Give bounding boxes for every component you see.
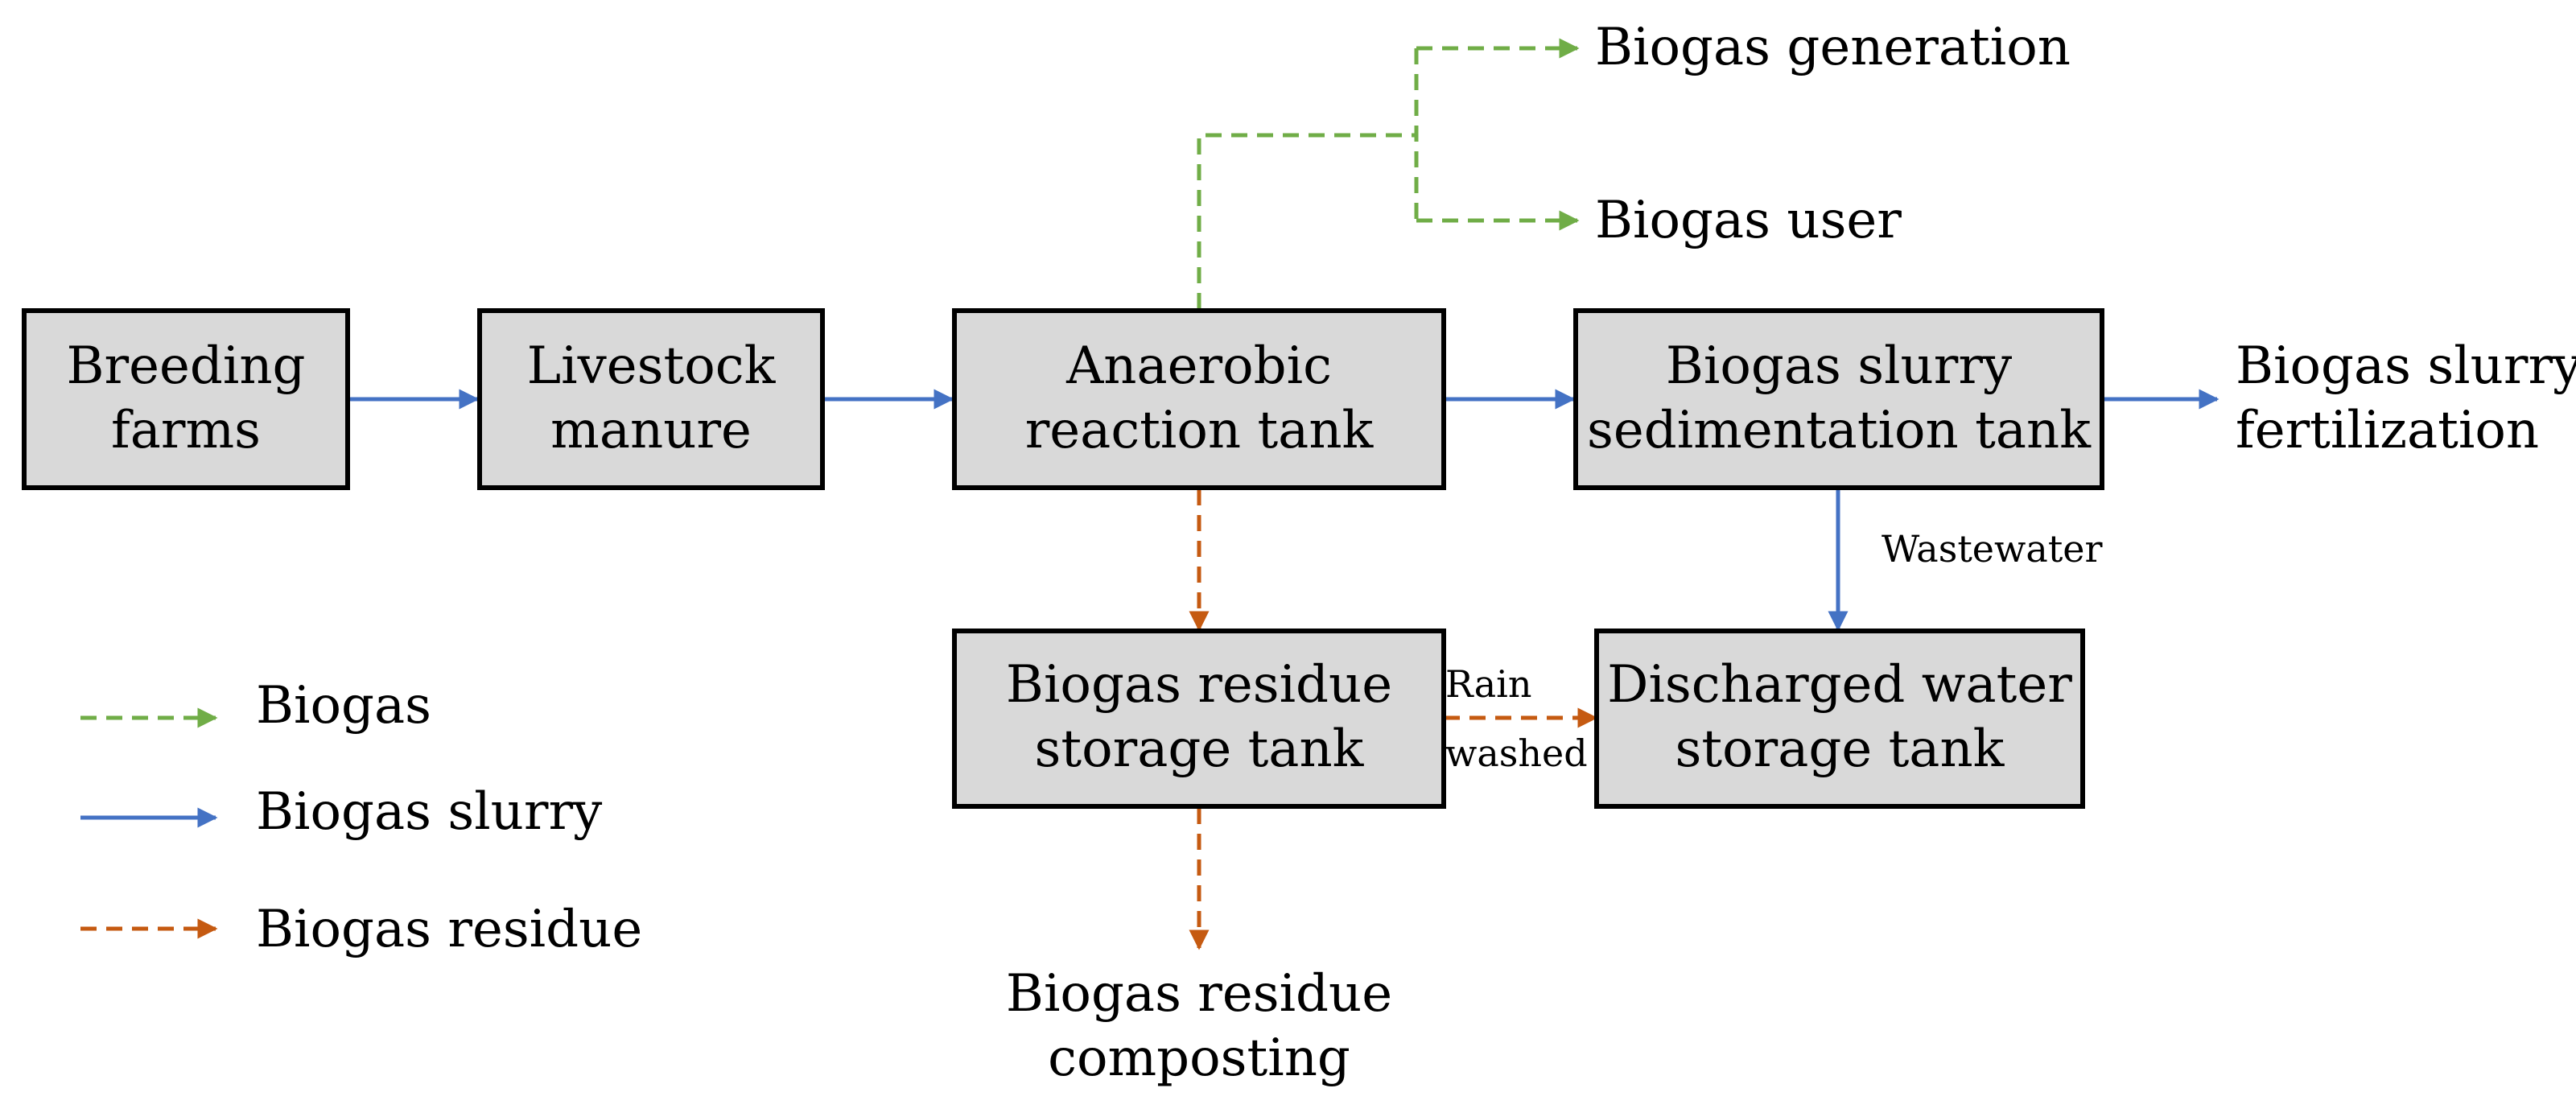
box-residue-storage-tank: Biogas residue storage tank xyxy=(952,629,1446,809)
output-residue-composting-line2: composting xyxy=(1048,1028,1350,1088)
box-breeding-farms-line1: Breeding xyxy=(67,336,306,396)
legend: Biogas Biogas slurry Biogas residue xyxy=(80,676,642,959)
output-residue-composting-line1: Biogas residue xyxy=(1006,964,1392,1024)
box-livestock-manure-line1: Livestock xyxy=(527,336,777,396)
box-breeding-farms-line2: farms xyxy=(111,401,261,460)
output-biogas-generation: Biogas generation xyxy=(1595,18,2071,77)
box-anaerobic-line2: reaction tank xyxy=(1025,401,1375,460)
legend-label-biogas: Biogas xyxy=(256,676,431,736)
edge-label-washed: washed xyxy=(1445,732,1588,775)
edge-label-rain: Rain xyxy=(1445,662,1531,706)
box-anaerobic-reaction-tank: Anaerobic reaction tank xyxy=(952,308,1446,490)
box-discharged-water-tank: Discharged water storage tank xyxy=(1594,629,2085,809)
edge-label-wastewater: Wastewater xyxy=(1882,527,2103,571)
box-anaerobic-line1: Anaerobic xyxy=(1065,336,1332,396)
box-discharged-water-line2: storage tank xyxy=(1675,719,2005,779)
legend-label-slurry: Biogas slurry xyxy=(256,782,602,842)
box-breeding-farms: Breeding farms xyxy=(22,308,350,490)
legend-item-residue: Biogas residue xyxy=(80,900,642,959)
box-sedimentation-line2: sedimentation tank xyxy=(1587,401,2092,460)
output-biogas-user: Biogas user xyxy=(1595,191,1902,250)
legend-item-slurry: Biogas slurry xyxy=(80,782,602,842)
legend-item-biogas: Biogas xyxy=(80,676,431,736)
box-residue-storage-line1: Biogas residue xyxy=(1006,655,1392,715)
output-slurry-fertilization-line1: Biogas slurry xyxy=(2236,336,2576,396)
box-slurry-sedimentation-tank: Biogas slurry sedimentation tank xyxy=(1573,308,2104,490)
box-livestock-manure-line2: manure xyxy=(550,401,752,460)
box-livestock-manure: Livestock manure xyxy=(477,308,825,490)
box-discharged-water-line1: Discharged water xyxy=(1607,655,2072,715)
output-slurry-fertilization-line2: fertilization xyxy=(2236,401,2539,460)
legend-label-residue: Biogas residue xyxy=(256,900,642,959)
biogas-line-riser xyxy=(1197,133,1416,309)
box-sedimentation-line1: Biogas slurry xyxy=(1666,336,2012,396)
box-residue-storage-line2: storage tank xyxy=(1035,719,1365,779)
